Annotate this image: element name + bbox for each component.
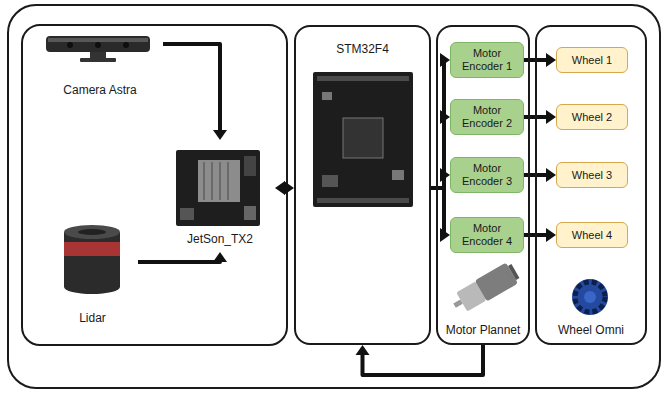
sensor-panel	[22, 25, 287, 345]
box-label: Motor Encoder 4	[455, 222, 519, 247]
node-caption: Wheel Omni	[537, 324, 645, 338]
motor-illustration	[449, 261, 522, 317]
connector-line	[138, 261, 220, 262]
stm32-board-illustration	[313, 72, 413, 207]
wheel-box: Wheel 2	[556, 104, 628, 130]
arrowhead	[546, 110, 556, 124]
encoder-box: Motor Encoder 4	[450, 217, 524, 253]
connector-arrow	[356, 345, 484, 375]
omni-wheel-illustration	[572, 279, 608, 315]
node-caption: JetSon_TX2	[165, 233, 275, 247]
wheel-box: Wheel 4	[556, 222, 628, 248]
connector-arrow	[431, 110, 450, 188]
arrowhead	[546, 228, 556, 242]
box-label: Wheel 3	[572, 169, 612, 182]
arrowhead	[546, 168, 556, 182]
arrowhead	[275, 181, 285, 195]
camera-node: Camera Astra	[37, 30, 163, 102]
connector-arrow	[138, 252, 227, 262]
jetson-board-illustration	[176, 150, 260, 226]
node-caption: Motor Plannet	[438, 324, 528, 338]
node-caption: Camera Astra	[37, 84, 163, 98]
box-label: Motor Encoder 3	[455, 162, 519, 187]
encoder-box: Motor Encoder 2	[450, 99, 524, 135]
connector-arrow	[275, 181, 294, 195]
controller-panel: STM32F4	[294, 25, 431, 345]
arrowhead	[213, 130, 227, 140]
connector-line	[163, 44, 220, 131]
arrowhead	[440, 228, 450, 242]
wheel-box: Wheel 1	[556, 47, 628, 73]
encoder-box: Motor Encoder 1	[450, 42, 524, 78]
box-label: Motor Encoder 1	[455, 47, 519, 72]
encoder-box: Motor Encoder 3	[450, 157, 524, 193]
arrowhead	[213, 252, 227, 262]
arrowhead	[356, 345, 370, 355]
outer-frame	[8, 5, 660, 388]
camera-illustration	[46, 36, 150, 62]
lidar-node: Lidar	[47, 218, 138, 330]
connector-arrow	[431, 168, 450, 188]
motor-panel: Motor Plannet Motor Encoder 1 Motor Encode…	[436, 25, 530, 345]
lidar-illustration	[64, 225, 120, 294]
box-label: Wheel 4	[572, 229, 612, 242]
arrowhead	[440, 168, 450, 182]
connector-arrow	[431, 53, 450, 188]
arrowhead	[440, 110, 450, 124]
connector-arrow	[163, 44, 227, 140]
box-label: Wheel 2	[572, 111, 612, 124]
connector-arrow	[431, 188, 450, 242]
box-label: Motor Encoder 2	[455, 104, 519, 129]
box-label: Wheel 1	[572, 54, 612, 67]
wheel-panel: Wheel Omni Wheel 1 Wheel 2 Wheel 3 Wheel 4	[535, 25, 647, 345]
arrowhead	[440, 53, 450, 67]
node-caption: Lidar	[47, 312, 138, 326]
jetson-node: JetSon_TX2	[165, 140, 275, 252]
node-caption: STM32F4	[296, 43, 429, 57]
connector-line	[363, 345, 484, 375]
arrowhead	[546, 53, 556, 67]
wheel-box: Wheel 3	[556, 162, 628, 188]
arrowhead	[284, 181, 294, 195]
